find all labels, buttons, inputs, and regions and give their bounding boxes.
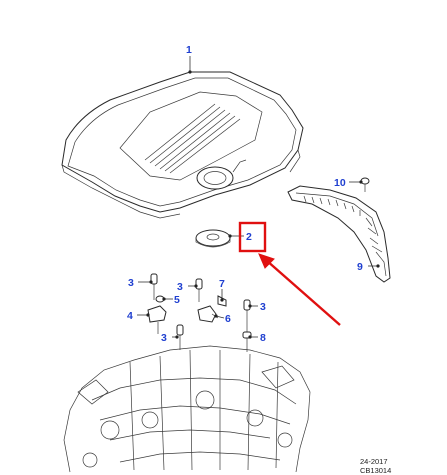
callout-9: 9 (357, 261, 363, 273)
engine-cover (61, 71, 304, 219)
callout-7: 7 (219, 278, 225, 290)
highlight-box (238, 221, 267, 253)
callout-3-left: 3 (128, 277, 134, 289)
reference-code: 24-2017 CB13014 (360, 457, 391, 475)
sensor-part-6 (197, 305, 219, 323)
callout-3-right: 3 (260, 301, 266, 313)
callout-2: 2 (246, 231, 252, 243)
stud-left-upper (150, 273, 158, 300)
callout-8: 8 (260, 332, 266, 344)
reference-line-1: 24-2017 (360, 457, 388, 466)
clip-part-10 (360, 177, 370, 192)
callout-3-middle-lower: 3 (161, 332, 167, 344)
callout-5: 5 (174, 294, 180, 306)
grommet-part-2 (195, 229, 231, 248)
bracket-part-9 (287, 185, 391, 283)
callout-3-middle-upper: 3 (177, 281, 183, 293)
highlight-annotation (238, 221, 341, 326)
highlight-arrow-head (258, 253, 275, 269)
stud-right (242, 299, 252, 352)
callout-10: 10 (334, 177, 346, 189)
stud-middle-upper (195, 278, 203, 302)
stud-middle-lower (176, 324, 184, 350)
callout-4: 4 (127, 310, 133, 322)
leader-lines (137, 56, 380, 339)
engine-block (63, 345, 311, 473)
callout-labels: 1 2 10 9 3 3 5 4 7 6 3 8 3 (127, 44, 363, 344)
reference-line-2: CB13014 (360, 466, 391, 475)
callout-6: 6 (225, 313, 231, 325)
highlight-arrow-shaft (265, 259, 341, 326)
sensor-part-4 (147, 305, 167, 334)
callout-1: 1 (186, 44, 192, 56)
